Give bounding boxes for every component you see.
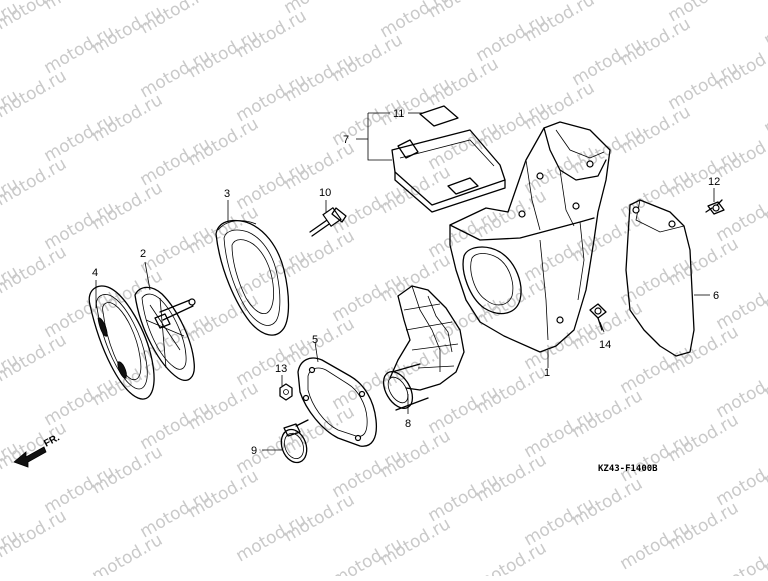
callout-7: 7 — [343, 134, 349, 146]
callout-2: 2 — [140, 248, 146, 260]
diagram-code: KZ43-F1400B — [598, 464, 658, 474]
watermark-text: motod.ru — [713, 366, 768, 422]
part-13-nut — [280, 384, 292, 400]
watermark-text: motod.ru — [761, 82, 768, 138]
callout-9: 9 — [251, 445, 257, 457]
callout-13: 13 — [275, 363, 287, 375]
watermark-text: motod.ru — [329, 534, 407, 576]
watermark-text: motod.ru — [713, 278, 768, 334]
part-11-label — [420, 106, 458, 126]
callout-8: 8 — [405, 418, 411, 430]
watermark-text: motod.ru — [713, 542, 768, 576]
part-12-bolt — [706, 200, 724, 214]
callout-5: 5 — [312, 334, 318, 346]
watermark-text: motod.ru — [713, 190, 768, 246]
callout-6: 6 — [713, 290, 719, 302]
watermark-text: motod.ru — [761, 0, 768, 50]
callout-12: 12 — [708, 176, 720, 188]
callout-3: 3 — [224, 188, 230, 200]
callout-14: 14 — [599, 339, 611, 351]
callout-1: 1 — [544, 367, 550, 379]
watermark-text: motod.ru — [713, 454, 768, 510]
watermark-text: motod.ru — [89, 530, 167, 576]
callout-4: 4 — [92, 267, 98, 279]
callout-10: 10 — [319, 187, 331, 199]
part-8-connecting-tube — [378, 286, 464, 413]
watermark-text: motod.ru — [473, 538, 551, 576]
callout-11: 11 — [393, 108, 404, 120]
